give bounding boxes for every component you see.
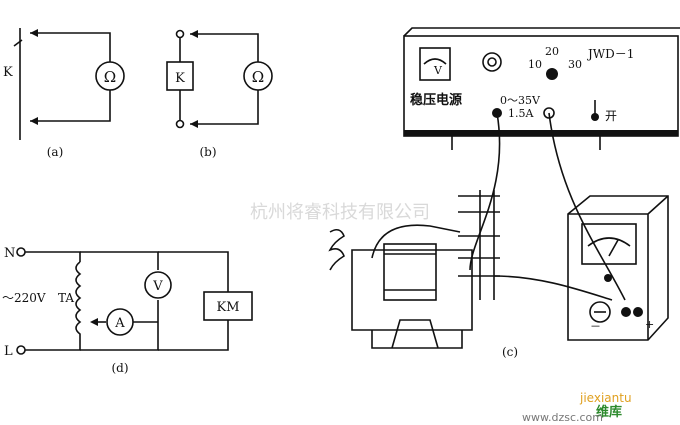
diagram-b: K Ω (b) — [166, 29, 273, 159]
diagram-d-node-l: L — [4, 344, 13, 359]
diagram-b-terminal-bottom — [175, 119, 185, 129]
diagram-d: N L ～220V TA A V KM (d) — [2, 246, 253, 375]
diagram-b-relay-coil — [166, 61, 194, 91]
relay-spring — [328, 228, 345, 271]
power-supply-dial-tick-20: 20 — [545, 45, 559, 58]
diagram-b-caption: (b) — [199, 145, 216, 159]
power-supply-meter-symbol: V — [433, 64, 443, 77]
multimeter-probe-minus — [621, 307, 631, 317]
multimeter-range-knob — [589, 301, 611, 323]
diagram-d-terminal-l — [16, 345, 26, 355]
diagram-a: Ω K (a) — [3, 28, 125, 159]
diagram-a-wire-bottom — [30, 90, 111, 122]
watermark-logo: jiexiantu 维库 www.dzsc.com — [522, 391, 632, 424]
diagram-a-ohm-symbol: Ω — [104, 68, 116, 86]
diagram-d-voltmeter — [144, 271, 172, 299]
diagram-d-tap-arrow — [90, 318, 98, 326]
diagram-d-voltmeter-label: V — [152, 279, 163, 294]
diagram-a-k-label: K — [3, 65, 13, 80]
diagram-b-k-label: K — [175, 71, 185, 86]
power-supply-feet — [451, 136, 601, 150]
diagram-c: V 10 20 30 JWD－1 稳压电源 0～35V 1.5A 开 — [328, 27, 680, 359]
diagram-b-arrow-bottom — [190, 120, 198, 128]
diagram-d-wire-km-top — [158, 251, 229, 292]
power-supply-switch-icon — [591, 113, 599, 121]
power-supply-front — [403, 35, 679, 137]
relay-armature — [371, 224, 461, 259]
relay-contacts — [458, 195, 500, 277]
diagram-d-km-label: KM — [216, 300, 239, 315]
power-supply-knob-center — [487, 57, 497, 67]
diagram-d-ammeter-label: A — [114, 316, 125, 331]
diagram-d-caption: (d) — [111, 361, 128, 375]
diagram-d-wire-km-bottom — [158, 320, 229, 351]
relay-frame — [351, 249, 473, 331]
diagram-b-wire-top — [190, 33, 259, 62]
diagram-d-km-relay — [203, 291, 253, 321]
power-supply-meter-scale — [423, 58, 447, 65]
diagram-a-arrow-top — [30, 29, 38, 37]
power-supply-meter — [419, 47, 451, 81]
power-supply-range-selector — [546, 68, 558, 80]
diagram-a-switch-blade — [13, 39, 23, 47]
power-supply-label: 稳压电源 — [410, 92, 462, 108]
power-supply-dial-tick-10: 10 — [528, 58, 542, 71]
relay-coil — [383, 243, 437, 301]
diagram-b-terminal-top — [175, 29, 185, 39]
diagram-d-transformer-label: TA — [58, 291, 74, 305]
power-supply-current-range: 1.5A — [508, 107, 534, 120]
diagram-d-transformer-primary — [75, 261, 82, 340]
diagram-c-caption: (c) — [502, 345, 518, 359]
power-supply-switch-label: 开 — [605, 109, 617, 123]
multimeter-adjust-screw — [604, 274, 612, 282]
multimeter-minus-label: － — [590, 320, 601, 333]
watermark-url: www.dzsc.com — [522, 411, 603, 424]
diagram-d-node-n: N — [4, 246, 15, 261]
diagram-d-terminal-n — [16, 247, 26, 257]
diagram-d-wire-n — [25, 251, 81, 262]
diagram-a-ohmmeter — [95, 61, 125, 91]
watermark-logo-text: 维库 — [596, 404, 622, 420]
diagram-b-ohmmeter — [243, 61, 273, 91]
relay-base — [371, 319, 463, 349]
watermark-center: 杭州将睿科技有限公司 — [250, 202, 430, 223]
lead-relay-to-multimeter — [493, 275, 613, 301]
power-supply-model: JWD－1 — [586, 47, 634, 61]
multimeter-scale — [587, 237, 631, 247]
multimeter-body — [567, 195, 669, 341]
diagram-a-caption: (a) — [47, 145, 64, 159]
multimeter-plus-label: + — [645, 318, 654, 331]
relay-coil-windings — [384, 253, 436, 291]
diagram-b-wire-bottom — [190, 90, 259, 125]
power-supply-dial-tick-30: 30 — [568, 58, 582, 71]
diagram-a-arrow-bottom — [30, 117, 38, 125]
diagram-d-voltage-label: ～220V — [2, 291, 46, 305]
watermark-site: jiexiantu — [579, 391, 632, 405]
diagram-d-wire-top — [80, 251, 159, 270]
power-supply-top-edge — [403, 27, 680, 37]
multimeter-edges — [568, 195, 669, 340]
power-supply-voltage-range: 0～35V — [500, 94, 541, 107]
power-supply-knob — [482, 52, 502, 72]
multimeter-needle — [608, 239, 619, 257]
lead-to-multimeter — [548, 112, 626, 301]
multimeter-display — [581, 223, 637, 265]
relay-contact-posts — [479, 190, 495, 300]
diagram-b-ohm-symbol: Ω — [252, 68, 264, 86]
diagram-a-wire-top — [30, 32, 111, 62]
multimeter: － + — [567, 195, 669, 341]
relay-unit — [328, 190, 500, 349]
multimeter-probe-plus — [633, 307, 643, 317]
power-supply-base — [404, 130, 678, 136]
diagram-b-arrow-top — [190, 30, 198, 38]
diagram-d-wire-l — [25, 340, 81, 351]
